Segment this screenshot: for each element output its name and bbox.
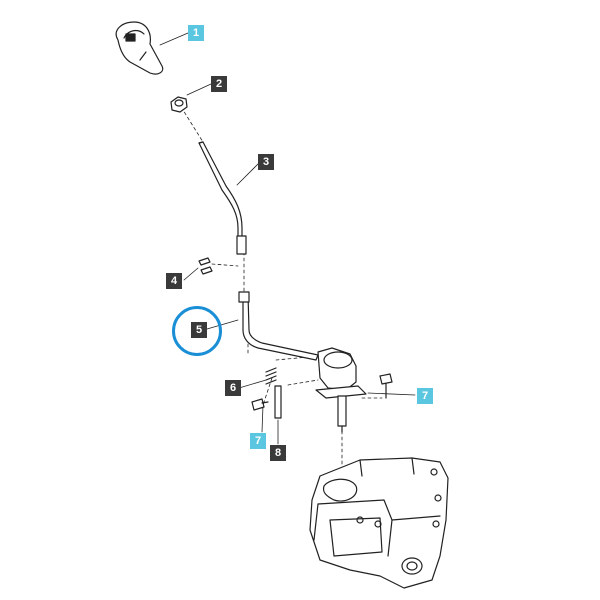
rod-icon — [274, 385, 282, 419]
callout-4[interactable]: 4 — [166, 273, 182, 289]
gear-knob-icon — [115, 21, 164, 75]
callout-8[interactable]: 8 — [270, 445, 286, 461]
callout-6[interactable]: 6 — [225, 380, 241, 396]
callout-1[interactable]: 1 — [188, 25, 204, 41]
lower-lever-icon — [238, 291, 319, 361]
transmission-housing-icon — [309, 457, 449, 589]
highlight-ring — [172, 306, 222, 356]
bolt-icon — [379, 373, 393, 399]
spring-icon — [265, 367, 277, 385]
pins-icon — [198, 257, 213, 275]
callout-2[interactable]: 2 — [211, 76, 227, 92]
callout-7-right[interactable]: 7 — [417, 388, 433, 404]
bolt-icon — [251, 398, 269, 411]
lever-socket-icon — [315, 347, 367, 433]
callout-5[interactable]: 5 — [191, 322, 207, 338]
upper-lever-icon — [198, 141, 247, 255]
leader-lines — [159, 32, 416, 481]
callout-3[interactable]: 3 — [258, 154, 274, 170]
callout-7-left[interactable]: 7 — [250, 433, 266, 449]
nut-icon — [170, 96, 188, 113]
